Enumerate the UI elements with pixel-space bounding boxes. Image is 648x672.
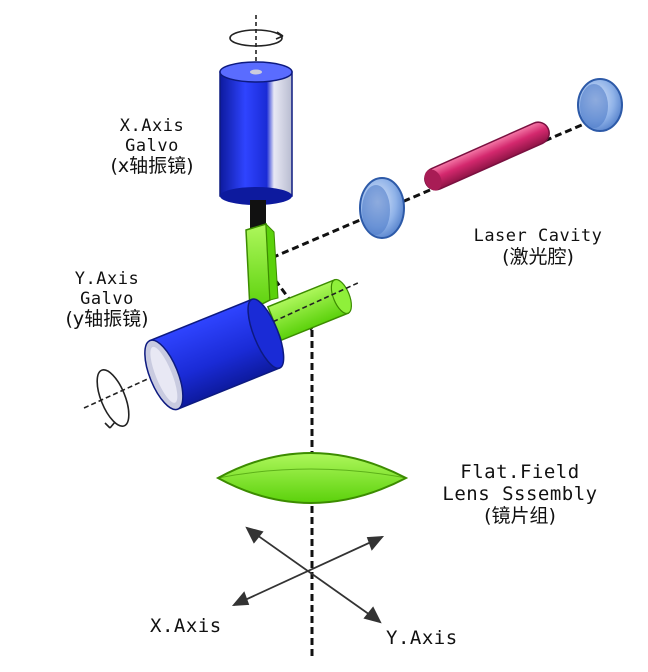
x-axis-label: X.Axis [150,615,222,637]
y-axis-arrow [233,536,383,606]
x-galvo-label-line2: Galvo [125,135,179,156]
y-galvo-label: Y.Axis Galvo (y轴振镜) [52,269,162,331]
y-axis-label: Y.Axis [386,627,458,649]
x-galvo-label: X.Axis Galvo (x轴振镜) [102,116,202,178]
y-galvo-label-line2: Galvo [80,288,134,309]
laser-cavity-front-lens [359,177,405,239]
laser-tube [424,121,550,191]
y-axis-galvo-motor [83,281,361,429]
x-rotation-icon [229,15,284,62]
x-axis-arrow [246,527,381,623]
x-axis-galvo-mirror [245,222,279,312]
laser-beam-path [260,110,613,660]
laser-cavity-rear-lens [577,78,623,132]
y-galvo-label-line3: (y轴振镜) [65,308,149,331]
y-galvo-label-line1: Y.Axis [74,269,140,289]
x-galvo-label-line1: X.Axis [119,116,185,136]
laser-cavity-label: Laser Cavity (激光腔) [458,226,618,268]
y-rotation-icon [96,369,130,429]
x-galvo-label-line3: (x轴振镜) [110,155,194,178]
laser-cavity-label-line1: Laser Cavity [473,226,603,246]
lens-label-line1: Flat.Field [460,461,580,483]
lens-label: Flat.Field Lens Sssembly (镜片组) [430,461,610,528]
x-axis-galvo-motor [219,15,293,234]
lens-label-line3: (镜片组) [484,504,556,527]
axis-arrows [231,526,385,624]
lens-label-line2: Lens Sssembly [442,482,598,505]
flat-field-lens [215,452,409,504]
laser-cavity-label-line2: (激光腔) [502,245,574,268]
